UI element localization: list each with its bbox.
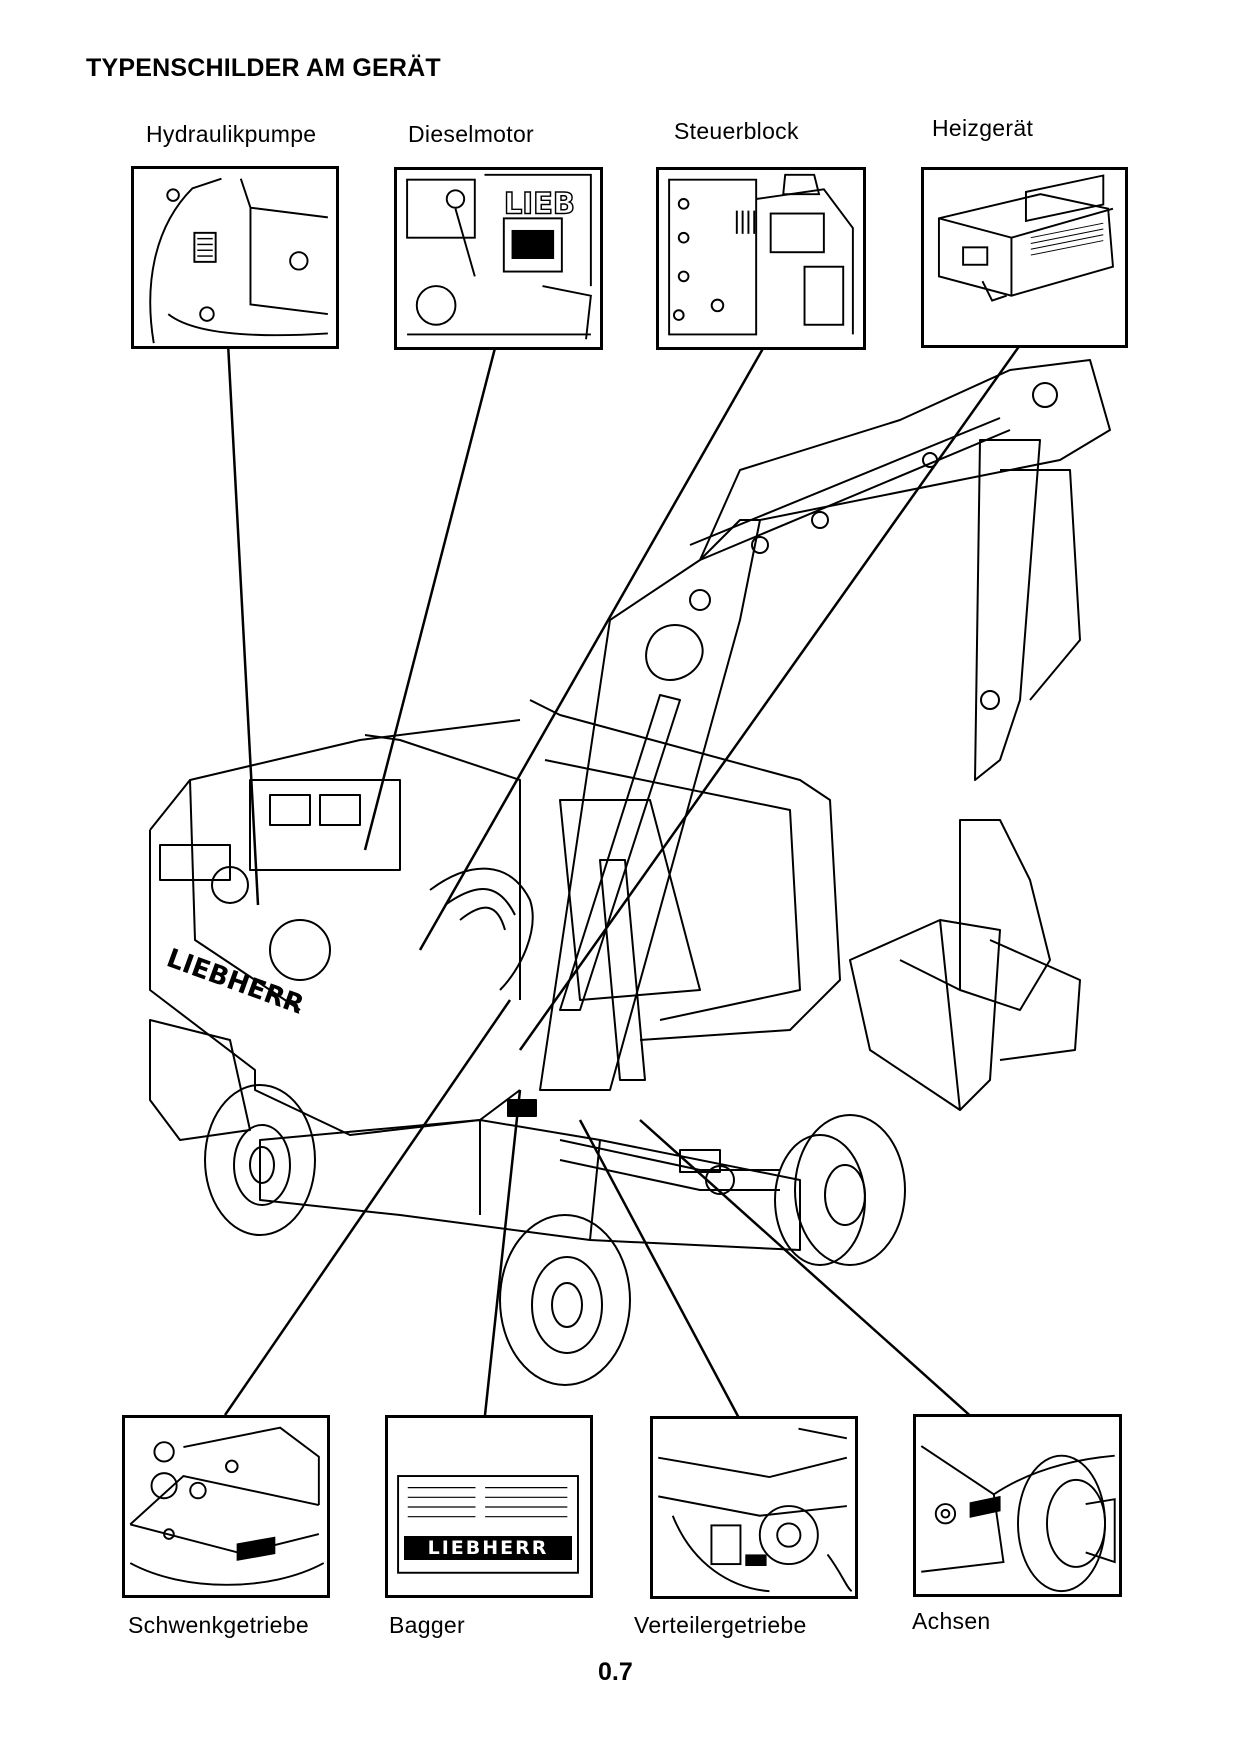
leader-line-heizgeraet (518, 344, 1022, 1051)
image-heizgeraet (921, 167, 1128, 348)
label-schwenkgetriebe: Schwenkgetriebe (128, 1612, 309, 1638)
svg-text:LIEBHERR: LIEBHERR (163, 943, 308, 1020)
leader-line-achsen (639, 1119, 976, 1421)
image-schwenkgetriebe (122, 1415, 330, 1598)
image-steuerblock (656, 167, 866, 350)
leader-line-hydraulikpumpe (226, 342, 260, 906)
leader-line-schwenkgetriebe (223, 999, 512, 1416)
label-steuerblock: Steuerblock (674, 118, 799, 144)
label-verteilergetriebe: Verteilergetriebe (634, 1612, 807, 1638)
leader-line-bagger (483, 1089, 522, 1416)
image-hydraulikpumpe (131, 166, 339, 349)
image-verteilergetriebe (650, 1416, 858, 1599)
brand-plate-logo: LIEBHERR (404, 1536, 572, 1560)
label-achsen: Achsen (912, 1608, 991, 1634)
image-achsen (913, 1414, 1122, 1597)
label-hydraulikpumpe: Hydraulikpumpe (146, 121, 317, 147)
label-dieselmotor: Dieselmotor (408, 121, 535, 147)
label-bagger: Bagger (389, 1612, 465, 1638)
leader-line-dieselmotor (363, 347, 497, 851)
image-dieselmotor: LIEB (394, 167, 603, 350)
svg-text:LIEB: LIEB (504, 187, 575, 221)
image-bagger: LIEBHERR (385, 1415, 593, 1598)
label-heizgeraet: Heizgerät (932, 115, 1034, 141)
page-number: 0.7 (598, 1658, 633, 1686)
leader-line-steuerblock (418, 344, 767, 951)
page-title: TYPENSCHILDER AM GERÄT (86, 54, 441, 82)
leader-line-verteilergetriebe (578, 1119, 742, 1421)
